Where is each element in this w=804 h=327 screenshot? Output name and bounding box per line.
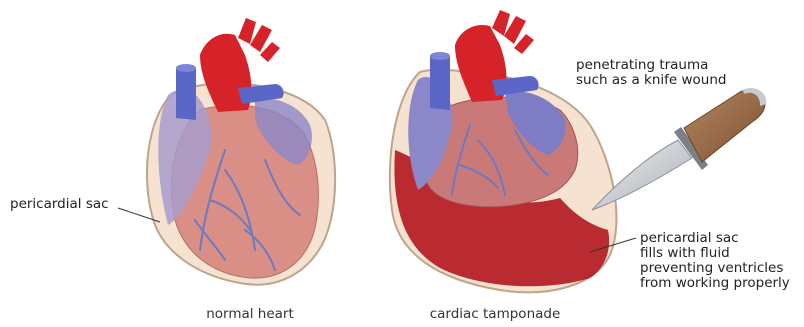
- normal-heart-illustration: [147, 18, 335, 285]
- trauma-label-line-2: such as a knife wound: [576, 73, 726, 88]
- vena-cava-tamponade: [430, 56, 450, 110]
- fluid-label-line-3: preventing ventricles: [640, 261, 783, 276]
- pericardial-sac-label: pericardial sac: [10, 197, 109, 212]
- fluid-label-line-4: from working properly: [640, 276, 790, 291]
- fluid-label-line-2: fills with fluid: [640, 246, 730, 261]
- vena-cava-normal: [176, 68, 196, 120]
- caption-cardiac-tamponade: cardiac tamponade: [410, 306, 580, 322]
- knife-icon: [592, 88, 766, 210]
- trauma-label-line-1: penetrating trauma: [576, 58, 708, 73]
- fluid-label-line-1: pericardial sac: [640, 231, 739, 246]
- knife-handle: [684, 90, 765, 162]
- caption-normal-heart: normal heart: [180, 306, 320, 322]
- tamponade-heart-illustration: [390, 10, 617, 292]
